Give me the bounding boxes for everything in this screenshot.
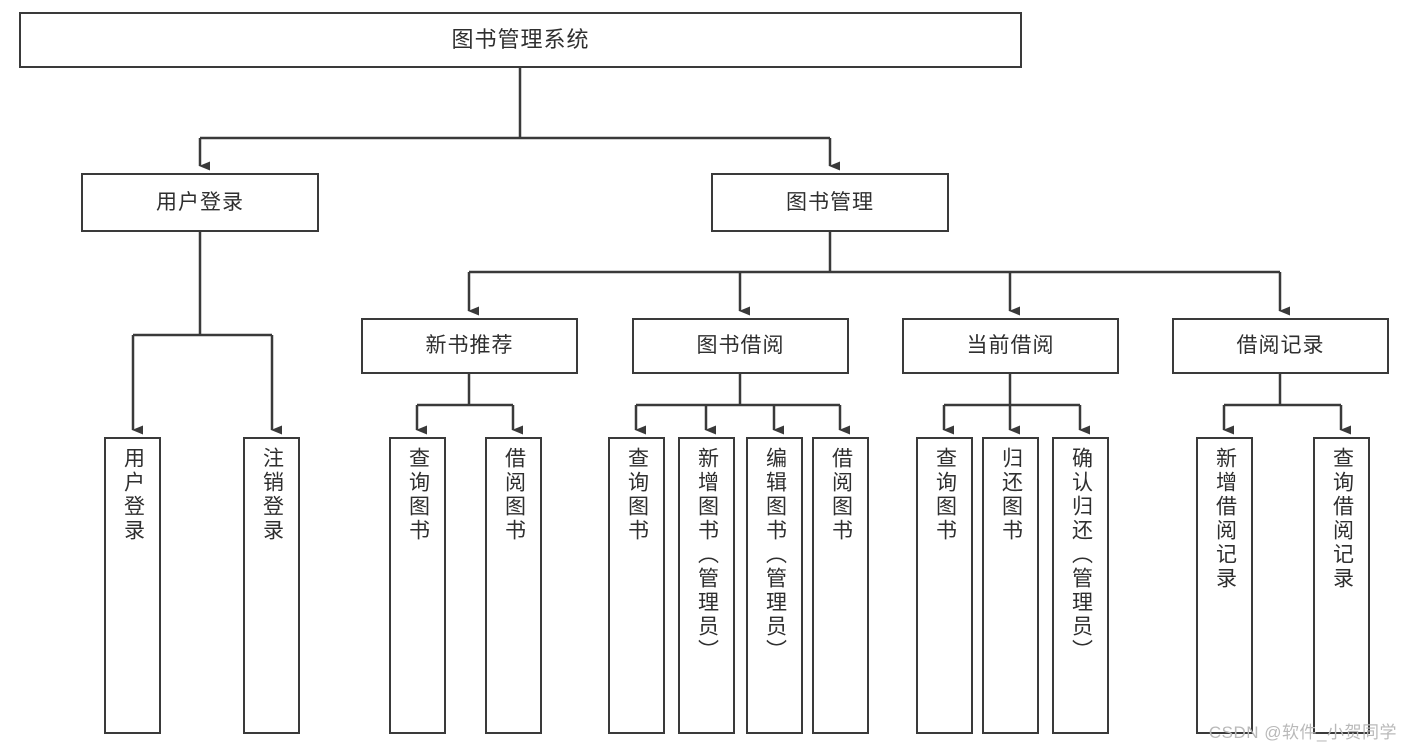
leaf-node[interactable]: 查询图书 [608, 437, 665, 734]
leaf-node[interactable]: 用户登录 [104, 437, 161, 734]
leaf-node[interactable]: 新增图书（管理员） [678, 437, 735, 734]
leaf-node[interactable]: 查询图书 [389, 437, 446, 734]
node-book-borrow[interactable]: 图书借阅 [632, 318, 849, 374]
leaf-node[interactable]: 新增借阅记录 [1196, 437, 1253, 734]
leaf-node-label: 确认归还（管理员） [1069, 447, 1093, 663]
node-book-management[interactable]: 图书管理 [711, 173, 949, 232]
node-new-book-recommend[interactable]: 新书推荐 [361, 318, 578, 374]
leaf-node[interactable]: 借阅图书 [485, 437, 542, 734]
leaf-node[interactable]: 归还图书 [982, 437, 1039, 734]
node-current-borrow[interactable]: 当前借阅 [902, 318, 1119, 374]
leaf-node-label: 新增图书（管理员） [695, 447, 719, 663]
leaf-node-label: 新增借阅记录 [1213, 447, 1237, 591]
leaf-node-label: 归还图书 [999, 447, 1023, 543]
leaf-node[interactable]: 借阅图书 [812, 437, 869, 734]
node-borrow-record-label: 借阅记录 [1236, 334, 1325, 358]
leaf-node[interactable]: 查询图书 [916, 437, 973, 734]
node-current-borrow-label: 当前借阅 [966, 334, 1055, 358]
leaf-node[interactable]: 确认归还（管理员） [1052, 437, 1109, 734]
leaf-node-label: 用户登录 [121, 447, 145, 543]
leaf-node-label: 查询图书 [625, 447, 649, 543]
leaf-node[interactable]: 编辑图书（管理员） [746, 437, 803, 734]
node-borrow-record[interactable]: 借阅记录 [1172, 318, 1389, 374]
leaf-node-label: 注销登录 [260, 447, 284, 543]
node-user-login[interactable]: 用户登录 [81, 173, 319, 232]
leaf-node-label: 编辑图书（管理员） [763, 447, 787, 663]
leaf-node-label: 借阅图书 [829, 447, 853, 543]
node-root-label: 图书管理系统 [451, 26, 590, 52]
node-user-login-label: 用户登录 [156, 190, 244, 214]
leaf-node-label: 查询图书 [406, 447, 430, 543]
node-book-borrow-label: 图书借阅 [696, 334, 785, 358]
watermark: CSDN @软件_小贺同学 [1208, 723, 1397, 742]
leaf-node-label: 借阅图书 [502, 447, 526, 543]
node-book-management-label: 图书管理 [786, 190, 874, 214]
node-root[interactable]: 图书管理系统 [19, 12, 1022, 68]
leaf-node-label: 查询借阅记录 [1330, 447, 1354, 591]
leaf-node-label: 查询图书 [933, 447, 957, 543]
leaf-node[interactable]: 注销登录 [243, 437, 300, 734]
leaf-node[interactable]: 查询借阅记录 [1313, 437, 1370, 734]
node-new-book-recommend-label: 新书推荐 [425, 334, 514, 358]
